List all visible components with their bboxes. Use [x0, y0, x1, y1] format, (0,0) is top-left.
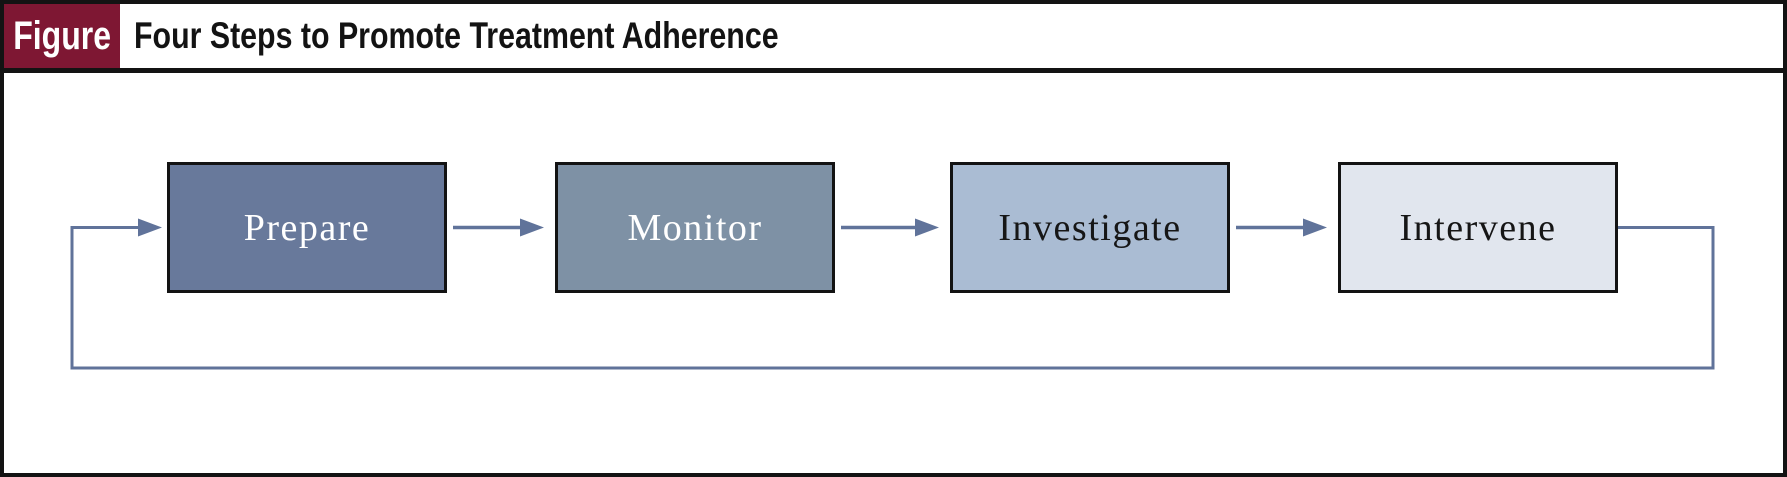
- flow-arrow-head: [520, 218, 544, 237]
- step-box-prepare: Prepare: [167, 162, 447, 293]
- step-box-investigate: Investigate: [950, 162, 1230, 293]
- step-box-monitor: Monitor: [555, 162, 835, 293]
- step-label: Prepare: [243, 206, 371, 249]
- feedback-loop-arrow-head: [138, 218, 162, 237]
- figure-header: Figure Four Steps to Promote Treatment A…: [4, 4, 1783, 68]
- figure-tag-label: Figure: [13, 13, 111, 58]
- step-label: Investigate: [998, 206, 1182, 249]
- step-label: Monitor: [627, 206, 763, 249]
- step-box-intervene: Intervene: [1338, 162, 1618, 293]
- figure-title: Four Steps to Promote Treatment Adherenc…: [134, 15, 779, 56]
- step-label: Intervene: [1399, 206, 1557, 249]
- flow-arrow-head: [915, 218, 939, 237]
- flow-arrow-head: [1303, 218, 1327, 237]
- diagram: Prepare Monitor Investigate Intervene: [4, 73, 1783, 473]
- header-rule: [4, 68, 1783, 73]
- figure-tag: Figure: [4, 4, 120, 68]
